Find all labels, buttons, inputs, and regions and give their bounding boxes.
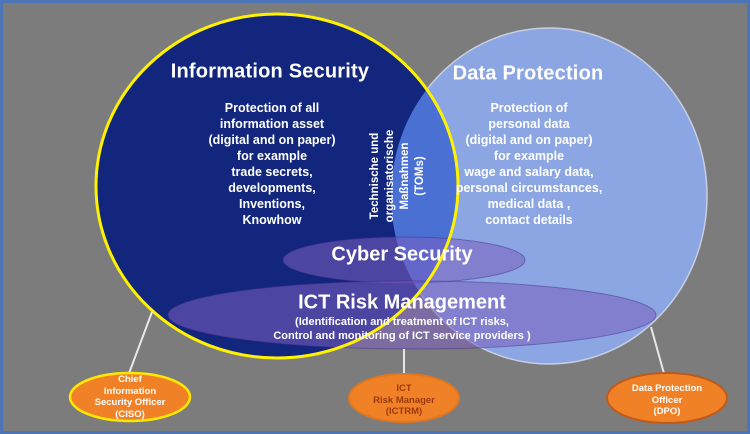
cyber-security-ellipse bbox=[282, 236, 526, 284]
ciso-oval-border bbox=[68, 371, 192, 423]
ictrm-oval bbox=[349, 374, 459, 422]
ciso-connector-line bbox=[127, 311, 153, 377]
ict-risk-management-ellipse bbox=[167, 280, 657, 350]
ictrm-oval-border bbox=[348, 373, 460, 423]
information-security-outline bbox=[94, 12, 460, 360]
dpo-connector-line bbox=[650, 326, 666, 378]
ciso-oval bbox=[70, 373, 190, 421]
dpo-oval bbox=[607, 373, 727, 423]
dpo-oval-border bbox=[606, 372, 728, 424]
